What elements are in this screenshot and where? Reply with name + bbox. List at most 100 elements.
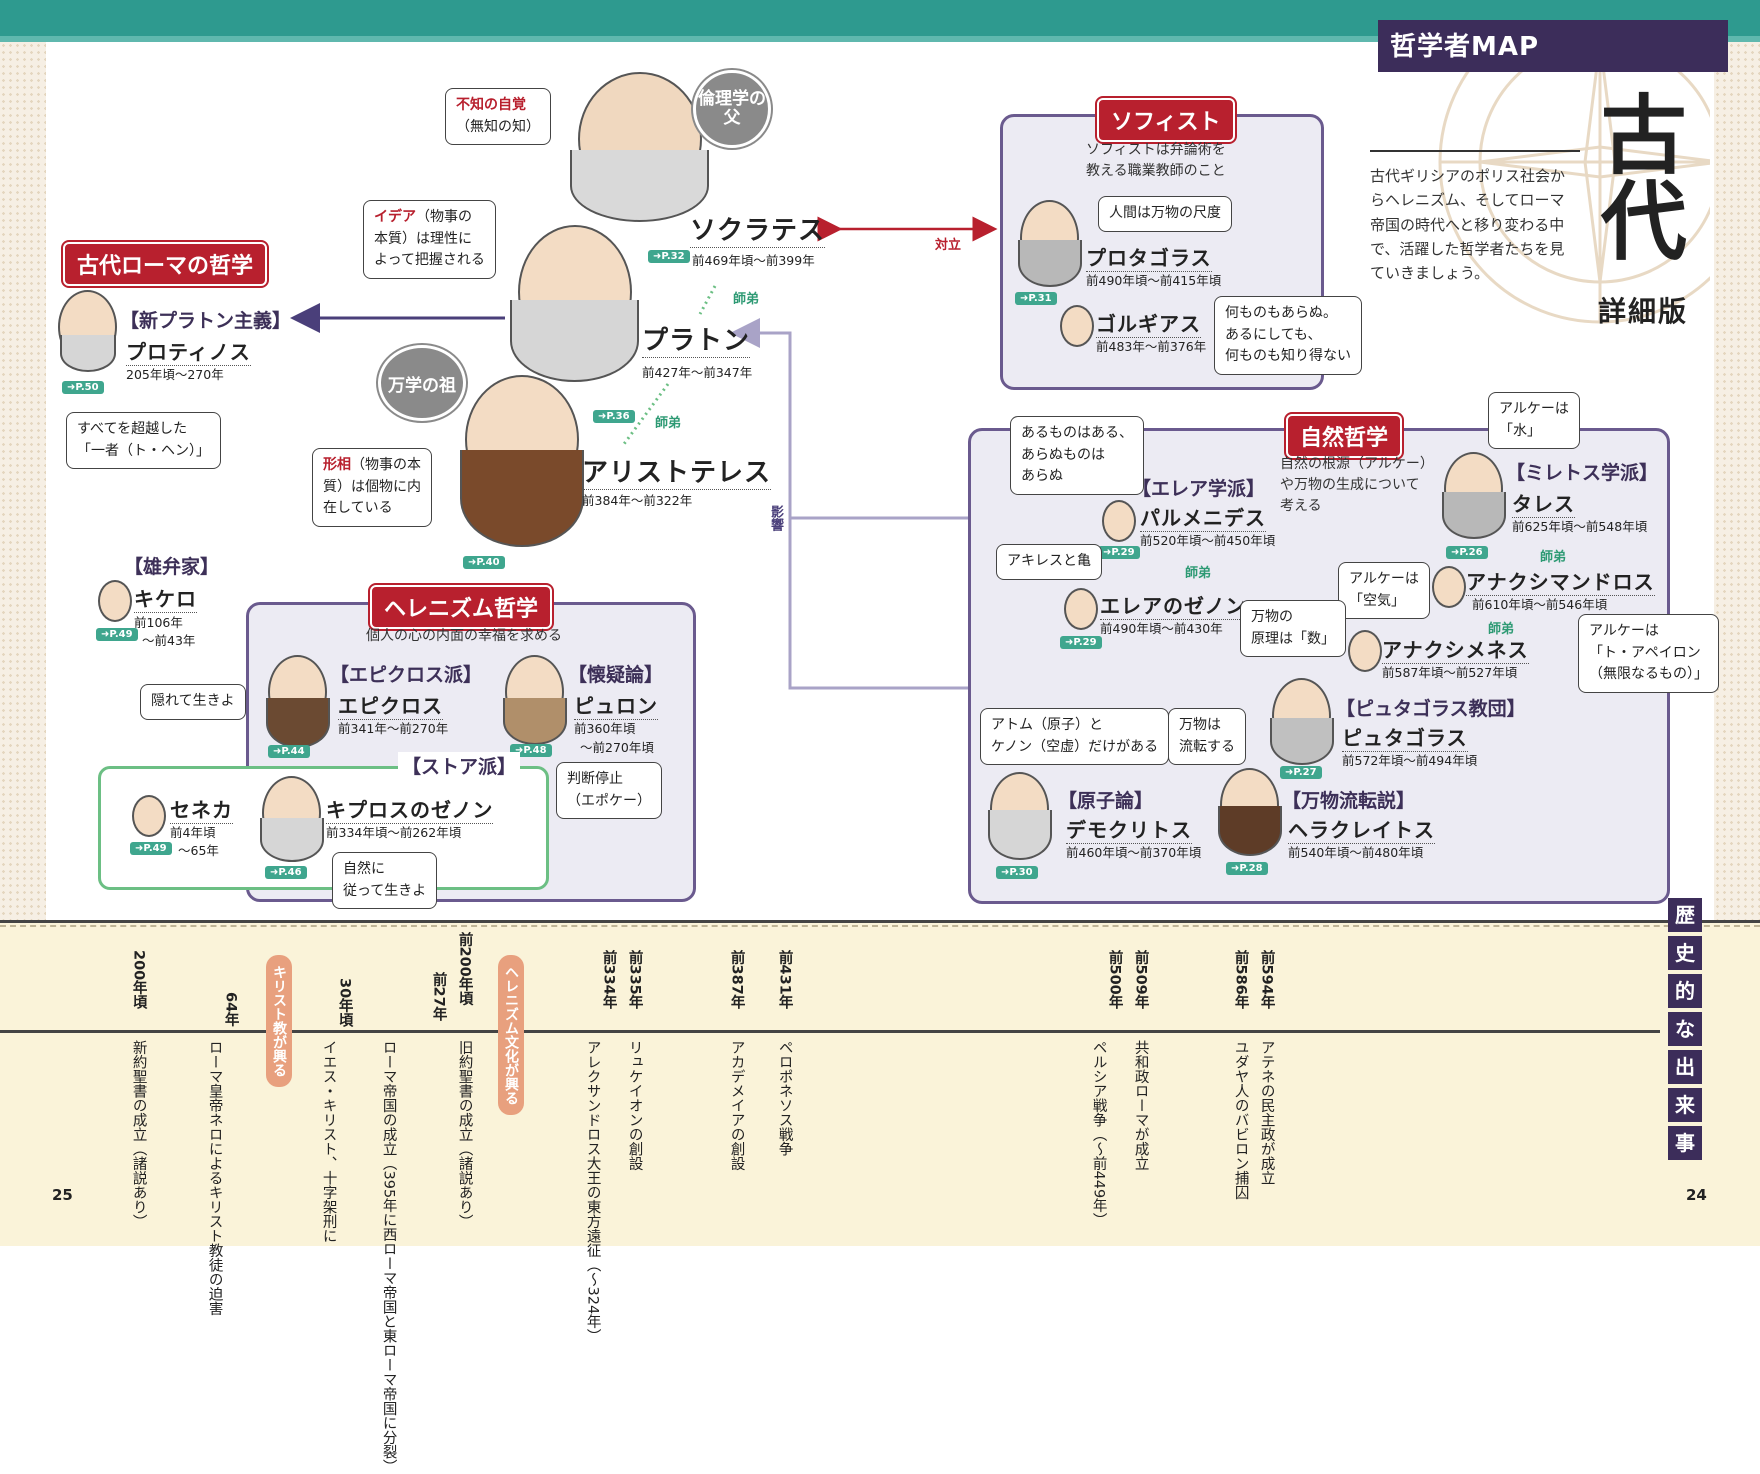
- protagoras-name: プロタゴラス: [1086, 242, 1212, 272]
- event-text: アカデメイアの創設: [728, 1040, 745, 1171]
- oppose-label: 対立: [935, 238, 962, 253]
- aristotle-years: 前384年～前322年: [582, 493, 693, 508]
- gorgias-name: ゴルギアス: [1096, 308, 1201, 338]
- seneca-years-2: ～65年: [178, 843, 219, 858]
- plato-name: プラトン: [642, 320, 751, 358]
- socrates-badge: 倫理学の父: [693, 70, 771, 148]
- epicurus-name: エピクロス: [338, 690, 443, 720]
- timeline-top-rule: [0, 920, 1760, 923]
- sophist-label: ソフィスト: [1097, 98, 1235, 142]
- plato-page-ref[interactable]: ➜P.36: [593, 410, 635, 423]
- left-margin-pattern: [0, 42, 46, 922]
- heraclitus-page-ref[interactable]: ➜P.28: [1226, 862, 1268, 875]
- parmenides-page-ref[interactable]: ➜P.29: [1098, 546, 1140, 559]
- stoic-zeno-page-ref[interactable]: ➜P.46: [265, 866, 307, 879]
- master-label-2: 師弟: [655, 416, 682, 431]
- protagoras-years: 前490年頃～前415年頃: [1086, 273, 1222, 288]
- aristotle-badge: 万学の祖: [378, 345, 466, 421]
- anaximander-years: 前610年頃～前546年頃: [1472, 597, 1608, 612]
- stoic-zeno-name: キプロスのゼノン: [326, 794, 494, 824]
- stoic-zeno-beard: [260, 818, 324, 862]
- protagoras-page-ref[interactable]: ➜P.31: [1015, 292, 1057, 305]
- event-year: 前335年: [626, 950, 643, 1010]
- anaximander-relation: 師弟: [1540, 550, 1567, 565]
- parmenides-name: パルメニデス: [1140, 502, 1266, 532]
- event-text: 新約聖書の成立（諸説あり）: [130, 1040, 147, 1229]
- democritus-callout: アトム（原子）とケノン（空虚）だけがある: [980, 708, 1170, 766]
- pythagoras-page-ref[interactable]: ➜P.27: [1280, 766, 1322, 779]
- connector-lines: [290, 216, 1535, 690]
- right-margin-pattern: [1714, 42, 1760, 922]
- cicero-portrait: [98, 580, 132, 622]
- event-year: 64年: [222, 992, 239, 1027]
- event-text: 共和政ローマが成立: [1132, 1040, 1149, 1171]
- cicero-years-2: ～前43年: [142, 633, 196, 648]
- pythagoras-callout: 万物の原理は「数」: [1240, 600, 1346, 658]
- compass-decoration: [1438, 42, 1710, 324]
- intro-rule: [1370, 150, 1580, 152]
- event-year: 30年頃: [336, 978, 353, 1028]
- rome-label: 古代ローマの哲学: [63, 242, 268, 286]
- pythagoras-years: 前572年頃～前494年頃: [1342, 753, 1478, 768]
- timeline-axis: [0, 1030, 1660, 1033]
- zeno-name: エレアのゼノン: [1100, 590, 1247, 620]
- socrates-page-ref[interactable]: ➜P.32: [648, 250, 690, 263]
- pyrrho-page-ref[interactable]: ➜P.48: [510, 744, 552, 757]
- seneca-name: セネカ: [170, 794, 233, 824]
- event-text: アテネの民主政が成立: [1258, 1040, 1275, 1185]
- event-text: リュケイオンの創設: [626, 1040, 643, 1171]
- protagoras-callout: 人間は万物の尺度: [1098, 196, 1232, 232]
- plato-callout: イデア（物事の本質）は理性によって把握される: [363, 200, 496, 280]
- anaximenes-years: 前587年頃～前527年頃: [1382, 665, 1518, 680]
- zeno-portrait: [1064, 588, 1098, 630]
- plato-years: 前427年～前347年: [642, 365, 753, 380]
- heraclitus-beard: [1218, 806, 1282, 856]
- thales-page-ref[interactable]: ➜P.26: [1446, 546, 1488, 559]
- anaximander-portrait: [1432, 566, 1466, 608]
- zeno-callout: アキレスと亀: [996, 544, 1102, 580]
- nature-box: [968, 428, 1670, 904]
- anaximenes-relation: 師弟: [1488, 622, 1515, 637]
- parmenides-portrait: [1102, 500, 1136, 542]
- cicero-page-ref[interactable]: ➜P.49: [96, 628, 138, 641]
- heraclitus-name: ヘラクレイトス: [1288, 814, 1435, 844]
- cicero-school: 【雄弁家】: [124, 556, 220, 578]
- epicurus-beard: [266, 698, 330, 748]
- plotinus-name: プロティノス: [126, 336, 251, 366]
- event-text: アレクサンドロス大王の東方遠征（～324年）: [584, 1040, 601, 1344]
- zeno-page-ref[interactable]: ➜P.29: [1060, 636, 1102, 649]
- aristotle-page-ref[interactable]: ➜P.40: [463, 556, 505, 569]
- socrates-beard: [570, 150, 709, 222]
- plotinus-callout: すべてを超越した「一者（ト・ヘン）」: [66, 412, 221, 470]
- anaximander-callout: アルケーは「ト・アペイロン（無限なるもの）」: [1578, 614, 1719, 694]
- pyrrho-years-2: ～前270年頃: [580, 740, 654, 755]
- map-label: 哲学者MAP: [1390, 32, 1540, 62]
- seneca-portrait: [132, 795, 166, 837]
- aristotle-name: アリストテレス: [582, 452, 772, 490]
- socrates-years: 前469年頃～前399年: [692, 253, 815, 268]
- pyrrho-years-1: 前360年頃: [574, 721, 636, 736]
- event-year: 前594年: [1258, 950, 1275, 1010]
- hellenism-era-pill: ヘレニズム文化が興る: [498, 955, 524, 1115]
- timeline-band: [0, 922, 1760, 1246]
- anaximenes-name: アナクシメネス: [1382, 634, 1529, 664]
- event-text: ローマ帝国の成立（395年に西ローマ帝国と東ローマ帝国に分裂）: [380, 1040, 397, 1474]
- seneca-page-ref[interactable]: ➜P.49: [130, 842, 172, 855]
- pythagoras-beard: [1270, 718, 1334, 765]
- heraclitus-school: 【万物流転説】: [1282, 790, 1416, 812]
- plotinus-years: 205年頃～270年: [126, 367, 224, 382]
- thales-school: 【ミレトス学派】: [1506, 462, 1659, 484]
- event-year: 前387年: [728, 950, 745, 1010]
- democritus-name: デモクリトス: [1066, 814, 1192, 844]
- parmenides-school: 【エレア学派】: [1132, 478, 1266, 500]
- pythagoras-name: ピュタゴラス: [1342, 722, 1468, 752]
- democritus-page-ref[interactable]: ➜P.30: [996, 866, 1038, 879]
- epicurus-page-ref[interactable]: ➜P.44: [268, 745, 310, 758]
- cicero-years-1: 前106年: [134, 615, 183, 630]
- event-year: 前431年: [776, 950, 793, 1010]
- plotinus-beard: [60, 335, 116, 372]
- gorgias-years: 前483年～前376年: [1096, 339, 1207, 354]
- plotinus-page-ref[interactable]: ➜P.50: [62, 381, 104, 394]
- anaximander-name: アナクシマンドロス: [1466, 566, 1655, 596]
- hellenism-desc: 個人の心の内面の幸福を求める: [366, 628, 562, 644]
